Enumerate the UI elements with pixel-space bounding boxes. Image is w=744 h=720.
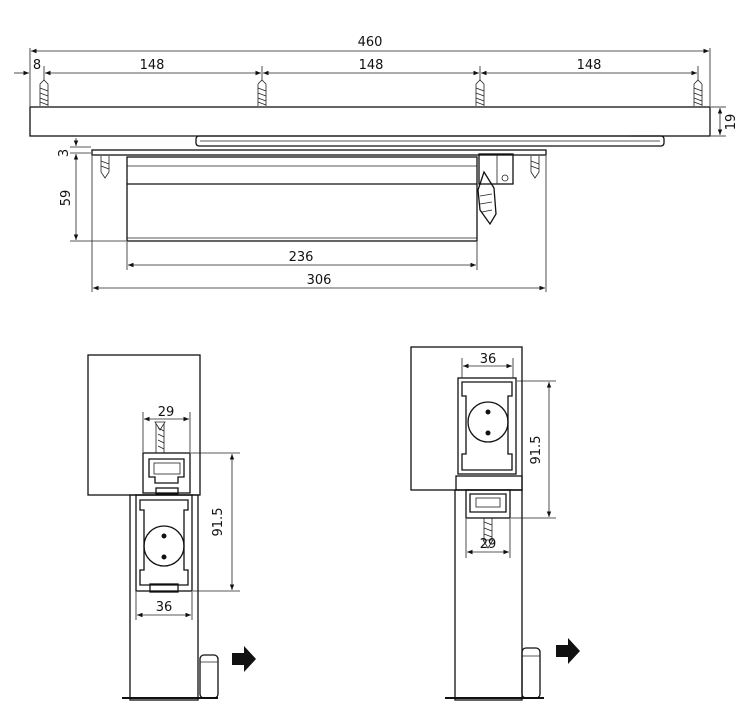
- dim-label-frame-height: 19: [724, 114, 739, 131]
- dim-screw-spacing: 8 148 148 148: [14, 58, 699, 80]
- dim-label-spacing-3: 148: [577, 58, 602, 73]
- dim-right-91-5: 91.5: [511, 380, 556, 519]
- mounting-plate: [91, 149, 547, 156]
- rail-left: [142, 421, 191, 495]
- screw-3: [475, 79, 485, 106]
- dim-label-left-screw-spacing: 29: [158, 405, 175, 420]
- dim-label-edge-offset: 8: [33, 58, 41, 73]
- dim-label-closer-height: 59: [59, 190, 74, 207]
- direction-arrow-left: [232, 646, 256, 672]
- screw-1: [39, 79, 49, 106]
- frame-block-left: [87, 354, 201, 496]
- slider-right: [457, 377, 517, 475]
- plate-screws: [100, 156, 540, 179]
- dim-label-spacing-2: 148: [359, 58, 384, 73]
- slider-left: [135, 494, 193, 593]
- dim-right-29: 29: [465, 519, 511, 558]
- door-stop-right: [521, 647, 541, 699]
- dim-236: 236: [126, 242, 478, 270]
- dim-left-36: 36: [135, 592, 193, 620]
- dim-label-right-rail-width: 36: [480, 352, 497, 367]
- dim-label-right-height: 91.5: [529, 436, 544, 465]
- rail-right: [455, 475, 523, 549]
- dim-left-91-5: 91.5: [191, 452, 240, 592]
- dim-19: 19: [711, 106, 739, 137]
- section-right: 36 91.5 29: [410, 346, 580, 701]
- dim-label-left-rail-width: 36: [156, 600, 173, 615]
- dim-label-right-screw-spacing: 29: [480, 537, 497, 552]
- slide-rail: [76, 135, 665, 147]
- screw-4: [693, 79, 703, 106]
- frame-bar: [29, 106, 711, 137]
- dim-right-36: 36: [461, 352, 514, 378]
- dim-306: 306: [91, 156, 547, 292]
- door-stop-left: [199, 654, 219, 699]
- screw-2: [257, 79, 267, 106]
- dim-label-left-height: 91.5: [211, 508, 226, 537]
- door-leaf-right: [454, 489, 523, 701]
- dim-label-spacing-1: 148: [140, 58, 165, 73]
- dim-460: 460: [29, 35, 711, 106]
- direction-arrow-right: [556, 638, 580, 664]
- dim-3-59: 3 59: [57, 138, 126, 242]
- arm-assembly: [477, 153, 514, 226]
- dim-label-total-length: 460: [358, 35, 383, 50]
- closer-body: [126, 156, 478, 242]
- top-view: 460 8 148 148 148 19: [14, 35, 739, 292]
- dim-left-29: 29: [142, 405, 191, 452]
- dim-label-gap: 3: [57, 149, 72, 157]
- frame-screws: [39, 79, 703, 106]
- section-left: 29 36 91.5: [87, 354, 256, 701]
- dim-label-plate-length: 306: [307, 273, 332, 288]
- dim-label-body-length: 236: [289, 250, 314, 265]
